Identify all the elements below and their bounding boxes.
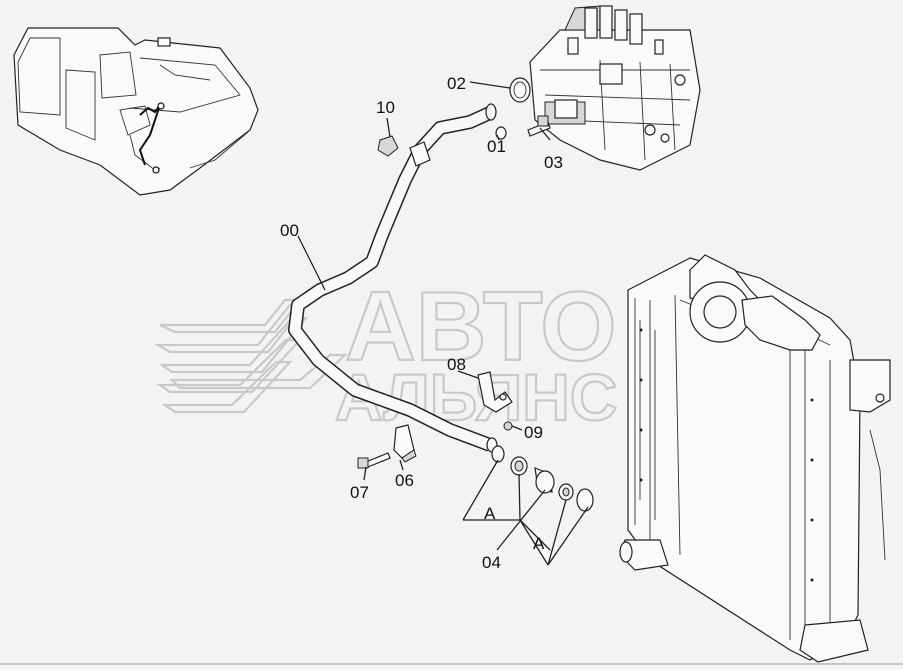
group-label-a-1: A [484, 504, 496, 523]
callout-10: 10 [376, 98, 395, 117]
control-valve-assembly [529, 5, 701, 171]
callout-02: 02 [447, 74, 466, 93]
callout-09: 09 [524, 423, 543, 442]
callout-08: 08 [447, 355, 466, 374]
o-ring-01 [495, 126, 507, 140]
callout-04: 04 [482, 553, 501, 572]
bolt-07 [357, 452, 391, 469]
clamp-02 [509, 77, 531, 103]
excavator-thumbnail [13, 27, 259, 196]
group-label-a-2: A [533, 534, 545, 553]
callout-01: 01 [487, 137, 506, 156]
bracket-08 [477, 371, 513, 413]
radiator-assembly [619, 254, 891, 663]
watermark-emblem [153, 298, 348, 414]
leader-lines [297, 81, 589, 566]
callout-00: 00 [280, 221, 299, 240]
bolt-03 [527, 115, 551, 137]
watermark-line1: АВТО [345, 271, 616, 381]
callout-labels: 00 01 02 03 04 06 07 08 09 10 A A [280, 74, 563, 572]
callout-06: 06 [395, 471, 414, 490]
plug-10 [377, 135, 399, 157]
nut-09 [503, 421, 513, 431]
callout-07: 07 [350, 483, 369, 502]
seal-kit-04 [491, 445, 594, 512]
callout-03: 03 [544, 153, 563, 172]
watermark-logo: АВТО АЛЬЯНС [153, 270, 619, 435]
clip-06 [393, 424, 417, 463]
